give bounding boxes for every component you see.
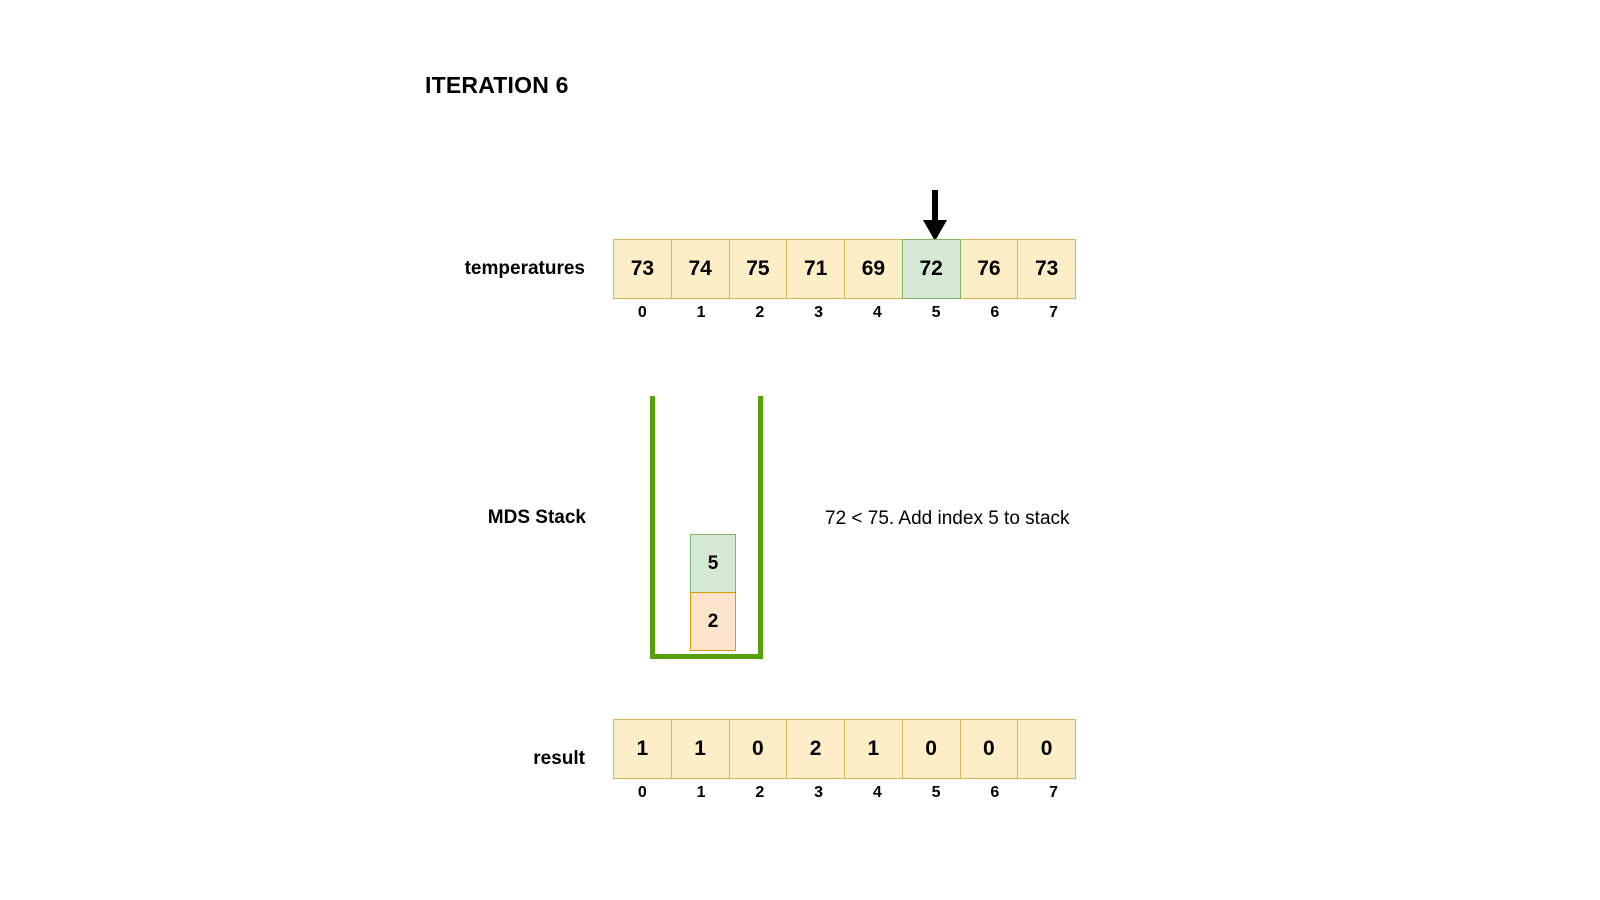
result-index-label: 2 [755,784,765,801]
result-index-label: 5 [931,784,941,801]
temperatures-cell: 72 [901,239,961,299]
step-annotation-text: 72 < 75. Add index 5 to stack [825,508,1070,529]
arrow-down-icon [923,190,947,241]
result-index-label: 3 [814,784,824,801]
temperatures-cell: 73 [1017,239,1076,299]
stack-item: 2 [690,592,736,651]
stack-wall-left [650,396,655,659]
temperatures-index-row: 0 1 2 3 4 5 6 7 [613,304,1083,322]
temperatures-cell: 73 [613,239,672,299]
result-cell: 1 [844,719,903,779]
page-title: ITERATION 6 [425,72,569,98]
temperatures-cell: 76 [959,239,1019,299]
temperatures-index-label: 1 [696,304,706,321]
result-label: result [533,748,585,769]
temperatures-cell: 69 [844,239,903,299]
result-cell: 0 [959,719,1019,779]
mds-stack-label: MDS Stack [487,507,586,528]
result-cell: 0 [728,719,788,779]
temperatures-index-label: 3 [814,304,824,321]
temperatures-cell: 75 [728,239,788,299]
result-index-label: 4 [872,784,882,801]
result-cell: 0 [1017,719,1076,779]
stack-wall-right [758,396,763,659]
result-index-label: 6 [990,784,1000,801]
temperatures-label: temperatures [464,258,585,279]
temperatures-index-label: 6 [990,304,1000,321]
temperatures-cell: 74 [670,239,730,299]
temperatures-index-label: 7 [1049,304,1059,321]
stack-floor [650,654,763,659]
result-cell: 2 [786,719,845,779]
temperatures-index-label: 0 [637,304,647,321]
temperatures-index-label: 2 [755,304,765,321]
result-index-row: 0 1 2 3 4 5 6 7 [613,784,1083,802]
stack-item: 5 [690,534,736,593]
result-index-label: 1 [696,784,706,801]
temperatures-index-label: 4 [872,304,882,321]
temperatures-cell: 71 [786,239,845,299]
result-index-label: 0 [637,784,647,801]
temperatures-index-label: 5 [931,304,941,321]
result-index-label: 7 [1049,784,1059,801]
current-index-pointer-arrow [920,190,950,242]
result-cell: 1 [670,719,730,779]
result-cell: 0 [901,719,961,779]
result-cell: 1 [613,719,672,779]
mds-stack-container [650,396,763,659]
